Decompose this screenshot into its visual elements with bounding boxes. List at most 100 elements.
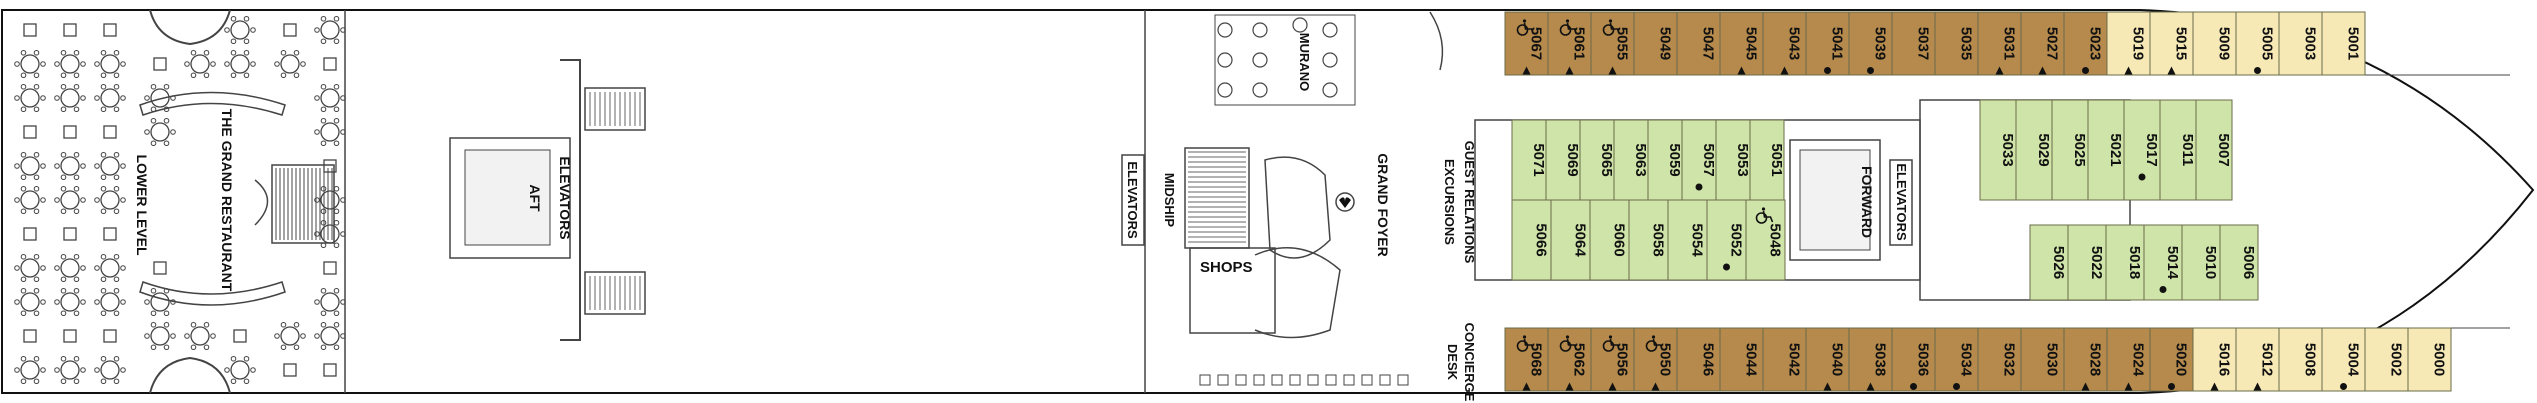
wheelchair-icon — [1645, 335, 1664, 352]
cabin-5039[interactable]: 5039 — [1848, 11, 1893, 76]
cabin-5014[interactable]: 5014 — [2143, 224, 2183, 301]
cabin-5057[interactable]: 5057 — [1681, 119, 1717, 201]
cabin-5046[interactable]: 5046 — [1676, 327, 1721, 392]
cabin-number: 5034 — [1958, 343, 1975, 377]
cabin-5060[interactable]: 5060 — [1589, 199, 1630, 281]
grand-restaurant-label: THE GRAND RESTAURANT — [219, 109, 235, 292]
cabin-5022[interactable]: 5022 — [2067, 224, 2107, 301]
cabin-5040[interactable]: 5040 — [1805, 327, 1850, 392]
cabin-5026[interactable]: 5026 — [2029, 224, 2069, 301]
dining-table — [144, 83, 176, 113]
dining-table — [144, 321, 176, 351]
cabin-5071[interactable]: 5071 — [1511, 119, 1547, 201]
cabin-5032[interactable]: 5032 — [1977, 327, 2022, 392]
dining-table — [283, 23, 297, 37]
excursions-label: EXCURSIONS — [1442, 159, 1457, 245]
dining-table — [323, 159, 337, 173]
cabin-5064[interactable]: 5064 — [1550, 199, 1591, 281]
cabin-5031[interactable]: 5031 — [1977, 11, 2022, 76]
cabin-5069[interactable]: 5069 — [1545, 119, 1581, 201]
cabin-5066[interactable]: 5066 — [1511, 199, 1552, 281]
cabin-5015[interactable]: 5015 — [2149, 11, 2194, 76]
cabin-5017[interactable]: 5017 — [2123, 99, 2161, 201]
cabin-number: 5032 — [2001, 343, 2018, 376]
cabin-5055[interactable]: 5055 — [1590, 11, 1635, 76]
cabin-number: 5031 — [2001, 27, 2018, 60]
cabin-5065[interactable]: 5065 — [1579, 119, 1615, 201]
seat — [1217, 22, 1233, 38]
cabin-5005[interactable]: 5005 — [2235, 11, 2280, 76]
seat — [1199, 374, 1211, 386]
cabin-5068[interactable]: 5068 — [1504, 327, 1549, 392]
cabin-5019[interactable]: 5019 — [2106, 11, 2151, 76]
cabin-5029[interactable]: 5029 — [2015, 99, 2053, 201]
cabin-5063[interactable]: 5063 — [1613, 119, 1649, 201]
cabin-5012[interactable]: 5012 — [2235, 327, 2280, 392]
cabin-5034[interactable]: 5034 — [1934, 327, 1979, 392]
cabin-number: 5015 — [2173, 27, 2190, 60]
cabin-5009[interactable]: 5009 — [2192, 11, 2237, 76]
cabin-5061[interactable]: 5061 — [1547, 11, 1592, 76]
cabin-5052[interactable]: 5052 — [1706, 199, 1747, 281]
cabin-5024[interactable]: 5024 — [2106, 327, 2151, 392]
wheelchair-icon — [1516, 19, 1535, 36]
seat — [1322, 22, 1338, 38]
dining-table — [314, 287, 346, 317]
cabin-5010[interactable]: 5010 — [2181, 224, 2221, 301]
cabin-5036[interactable]: 5036 — [1891, 327, 1936, 392]
cabin-5006[interactable]: 5006 — [2219, 224, 2259, 301]
cabin-5028[interactable]: 5028 — [2063, 327, 2108, 392]
cabin-5047[interactable]: 5047 — [1676, 11, 1721, 76]
cabin-number: 5036 — [1915, 343, 1932, 376]
dining-table — [94, 49, 126, 79]
cabin-number: 5058 — [1650, 223, 1667, 256]
cabin-5045[interactable]: 5045 — [1719, 11, 1764, 76]
dining-table — [314, 15, 346, 45]
cabin-5033[interactable]: 5033 — [1979, 99, 2017, 201]
dining-table — [314, 321, 346, 351]
cabin-5053[interactable]: 5053 — [1715, 119, 1751, 201]
cabin-5035[interactable]: 5035 — [1934, 11, 1979, 76]
cabin-number: 5014 — [2164, 246, 2181, 280]
cabin-5062[interactable]: 5062 — [1547, 327, 1592, 392]
cabin-5002[interactable]: 5002 — [2364, 327, 2409, 392]
cabin-5007[interactable]: 5007 — [2195, 99, 2233, 201]
cabin-5059[interactable]: 5059 — [1647, 119, 1683, 201]
cabin-number: 5071 — [1530, 143, 1547, 176]
cabin-number: 5062 — [1571, 343, 1588, 376]
cabin-5030[interactable]: 5030 — [2020, 327, 2065, 392]
cabin-5050[interactable]: 5050 — [1633, 327, 1678, 392]
cabin-5037[interactable]: 5037 — [1891, 11, 1936, 76]
cabin-5025[interactable]: 5025 — [2051, 99, 2089, 201]
cabin-number: 5030 — [2044, 343, 2061, 376]
cabin-5051[interactable]: 5051 — [1749, 119, 1785, 201]
cabin-5020[interactable]: 5020 — [2149, 327, 2194, 392]
cabin-5041[interactable]: 5041 — [1805, 11, 1850, 76]
cabin-5038[interactable]: 5038 — [1848, 327, 1893, 392]
cabin-5001[interactable]: 5001 — [2321, 11, 2366, 76]
dining-table — [314, 219, 346, 249]
cabin-5004[interactable]: 5004 — [2321, 327, 2366, 392]
dot-icon — [2254, 67, 2261, 74]
cabin-5003[interactable]: 5003 — [2278, 11, 2323, 76]
cabin-5000[interactable]: 5000 — [2407, 327, 2452, 392]
cabin-5043[interactable]: 5043 — [1762, 11, 1807, 76]
cabin-5021[interactable]: 5021 — [2087, 99, 2125, 201]
cabin-5016[interactable]: 5016 — [2192, 327, 2237, 392]
cabin-5056[interactable]: 5056 — [1590, 327, 1635, 392]
cabin-5018[interactable]: 5018 — [2105, 224, 2145, 301]
cabin-5058[interactable]: 5058 — [1628, 199, 1669, 281]
cabin-5067[interactable]: 5067 — [1504, 11, 1549, 76]
cabin-5054[interactable]: 5054 — [1667, 199, 1708, 281]
cabin-5044[interactable]: 5044 — [1719, 327, 1764, 392]
dining-table — [54, 151, 86, 181]
cabin-5048[interactable]: 5048 — [1745, 199, 1786, 281]
cabin-5049[interactable]: 5049 — [1633, 11, 1678, 76]
cabin-5023[interactable]: 5023 — [2063, 11, 2108, 76]
cabin-number: 5029 — [2035, 133, 2052, 166]
cabin-5027[interactable]: 5027 — [2020, 11, 2065, 76]
cabin-5042[interactable]: 5042 — [1762, 327, 1807, 392]
dining-table — [14, 49, 46, 79]
cabin-5011[interactable]: 5011 — [2159, 99, 2197, 201]
cabin-5008[interactable]: 5008 — [2278, 327, 2323, 392]
